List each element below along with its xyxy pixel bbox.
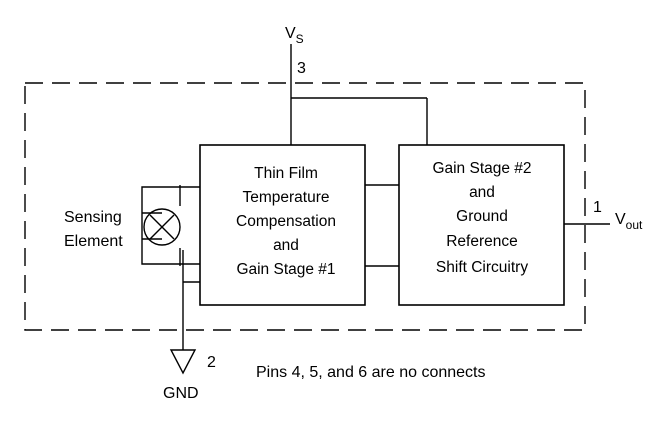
sensing-element-icon <box>141 185 200 266</box>
package-outline <box>24 82 586 331</box>
pin-3-label: 3 <box>297 60 306 77</box>
block2-line5: Shift Circuitry <box>436 259 528 276</box>
vs-label: VS <box>285 25 304 46</box>
block2-line2: and <box>469 184 495 201</box>
pin-2-label: 2 <box>207 354 216 371</box>
sensing-label-line2: Element <box>64 233 123 250</box>
block1-line4: and <box>273 237 299 254</box>
vout-label: Vout <box>615 211 643 232</box>
no-connect-note: Pins 4, 5, and 6 are no connects <box>256 364 485 381</box>
block2-line1: Gain Stage #2 <box>432 160 531 177</box>
block1-line3: Compensation <box>236 213 336 230</box>
block2-line4: Reference <box>446 233 518 250</box>
sensing-label-line1: Sensing <box>64 209 122 226</box>
block1-line1: Thin Film <box>254 165 318 182</box>
block1-line2: Temperature <box>242 189 329 206</box>
gnd-label: GND <box>163 385 199 402</box>
block2-line3: Ground <box>456 208 508 225</box>
block-gain-stage-2 <box>398 144 565 306</box>
block-temperature-compensation <box>199 144 366 306</box>
ground-symbol-icon <box>169 349 197 375</box>
block1-line5: Gain Stage #1 <box>236 261 335 278</box>
pin-1-label: 1 <box>593 199 602 216</box>
